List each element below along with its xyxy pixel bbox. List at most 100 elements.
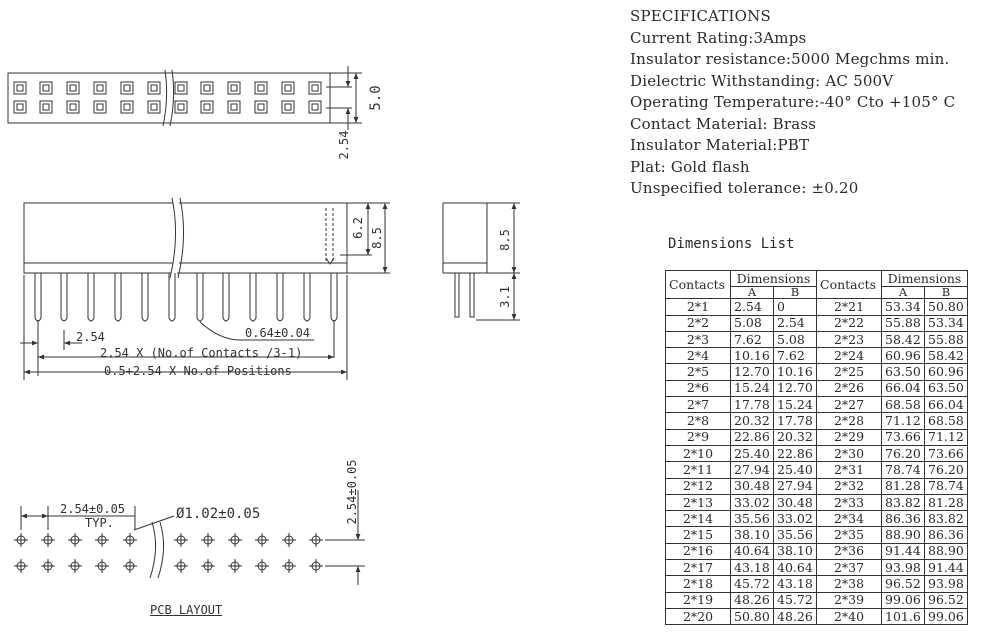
pin-tail [168, 273, 176, 322]
pin-socket-inner [96, 84, 104, 92]
cell-contacts: 2*5 [665, 363, 731, 381]
cell-contacts: 2*33 [816, 493, 882, 512]
front-dim-contacts: 2.54 X (No.of Contacts /3-1) [100, 346, 303, 360]
cell-a: 43.18 [730, 559, 774, 577]
cell-contacts: 2*12 [665, 477, 731, 495]
cell-contacts: 2*1 [665, 298, 731, 316]
cell-a: 73.66 [881, 428, 925, 446]
cell-b: 50.80 [924, 298, 968, 316]
pin-socket-inner [203, 84, 211, 92]
cell-contacts: 2*38 [816, 575, 882, 593]
pin-socket [227, 81, 241, 95]
cell-a: 50.80 [730, 607, 774, 626]
header-a: A [730, 286, 774, 300]
side-dim-tail: 3.1 [498, 286, 512, 308]
cell-contacts: 2*39 [816, 591, 882, 609]
cell-b: 45.72 [773, 591, 817, 609]
pin-socket-inner [257, 84, 265, 92]
cell-a: 25.40 [730, 444, 774, 463]
cell-b: 88.90 [924, 542, 968, 561]
pin-tail [330, 273, 338, 322]
spec-tolerance: Unspecified tolerance: ±0.20 [630, 179, 859, 197]
cell-a: 40.64 [730, 542, 774, 561]
pcb-hole-crosshair [255, 559, 269, 573]
cell-a: 91.44 [881, 542, 925, 561]
pin-socket-inner [203, 103, 211, 111]
cell-b: 66.04 [924, 396, 968, 414]
cell-a: 48.26 [730, 591, 774, 609]
cell-b: 20.32 [773, 428, 817, 446]
spec-insulator-material: Insulator Material:PBT [630, 136, 810, 154]
spec-plating: Plat: Gold flash [630, 157, 750, 176]
cell-b: 76.20 [924, 461, 968, 479]
cell-contacts: 2*8 [665, 412, 731, 430]
cell-contacts: 2*6 [665, 379, 731, 398]
spec-title: SPECIFICATIONS [630, 7, 771, 25]
pcb-dim-pitch: 2.54±0.05 [60, 502, 126, 516]
dimensions-list-title: Dimensions List [668, 236, 795, 252]
pcb-hole-crosshair [201, 533, 215, 547]
pcb-hole-crosshair [309, 533, 323, 547]
pin-socket-inner [69, 84, 77, 92]
cell-a: 58.42 [881, 330, 925, 349]
pcb-hole-crosshair [228, 559, 242, 573]
pin-socket-inner [284, 103, 292, 111]
header-contacts: Contacts [816, 269, 882, 300]
cell-contacts: 2*26 [816, 379, 882, 398]
cell-b: 68.58 [924, 412, 968, 430]
pin-tail [34, 273, 42, 322]
top-dim-pitch: 2.54 [337, 131, 351, 160]
header-b: B [924, 286, 968, 300]
pin-socket [200, 100, 214, 114]
pin-tail [114, 273, 122, 322]
side-dim-body: 8.5 [498, 229, 512, 251]
pin-tail [222, 273, 230, 322]
cell-a: 63.50 [881, 363, 925, 381]
pcb-hole-crosshair [95, 533, 109, 547]
cell-b: 12.70 [773, 379, 817, 398]
cell-contacts: 2*29 [816, 428, 882, 446]
pcb-hole-crosshair [282, 559, 296, 573]
cell-contacts: 2*4 [665, 347, 731, 365]
pin-socket-inner [284, 84, 292, 92]
pcb-layout-label: PCB LAYOUT [150, 603, 223, 617]
pin-socket [93, 81, 107, 95]
pin-socket [39, 100, 53, 114]
cell-a: 20.32 [730, 412, 774, 430]
cell-b: 30.48 [773, 493, 817, 512]
pcb-hole-crosshair [174, 559, 188, 573]
spec-insulator-resistance: Insulator resistance:5000 Megchms min. [630, 50, 950, 68]
pin-socket-inner [123, 84, 131, 92]
cell-a: 17.78 [730, 396, 774, 414]
pcb-hole-crosshair [123, 559, 137, 573]
cell-contacts: 2*7 [665, 396, 731, 414]
spec-operating-temp: Operating Temperature:-40° Cto +105° C [630, 93, 956, 111]
pin-socket-inner [230, 103, 238, 111]
cell-contacts: 2*2 [665, 314, 731, 332]
pin-socket [147, 100, 161, 114]
front-dim-body: 8.5 [370, 227, 384, 249]
cell-a: 35.56 [730, 510, 774, 528]
pin-socket-inner [177, 103, 185, 111]
pin-socket-inner [177, 84, 185, 92]
pcb-hole-crosshair [201, 559, 215, 573]
pin-socket-inner [96, 103, 104, 111]
pin-socket [13, 100, 27, 114]
cell-contacts: 2*40 [816, 607, 882, 626]
pcb-hole-crosshair [309, 559, 323, 573]
pin-socket [254, 81, 268, 95]
cell-a: 71.12 [881, 412, 925, 430]
pcb-hole-crosshair [14, 533, 28, 547]
pin-socket [93, 100, 107, 114]
cell-b: 43.18 [773, 575, 817, 593]
pcb-hole-crosshair [282, 533, 296, 547]
